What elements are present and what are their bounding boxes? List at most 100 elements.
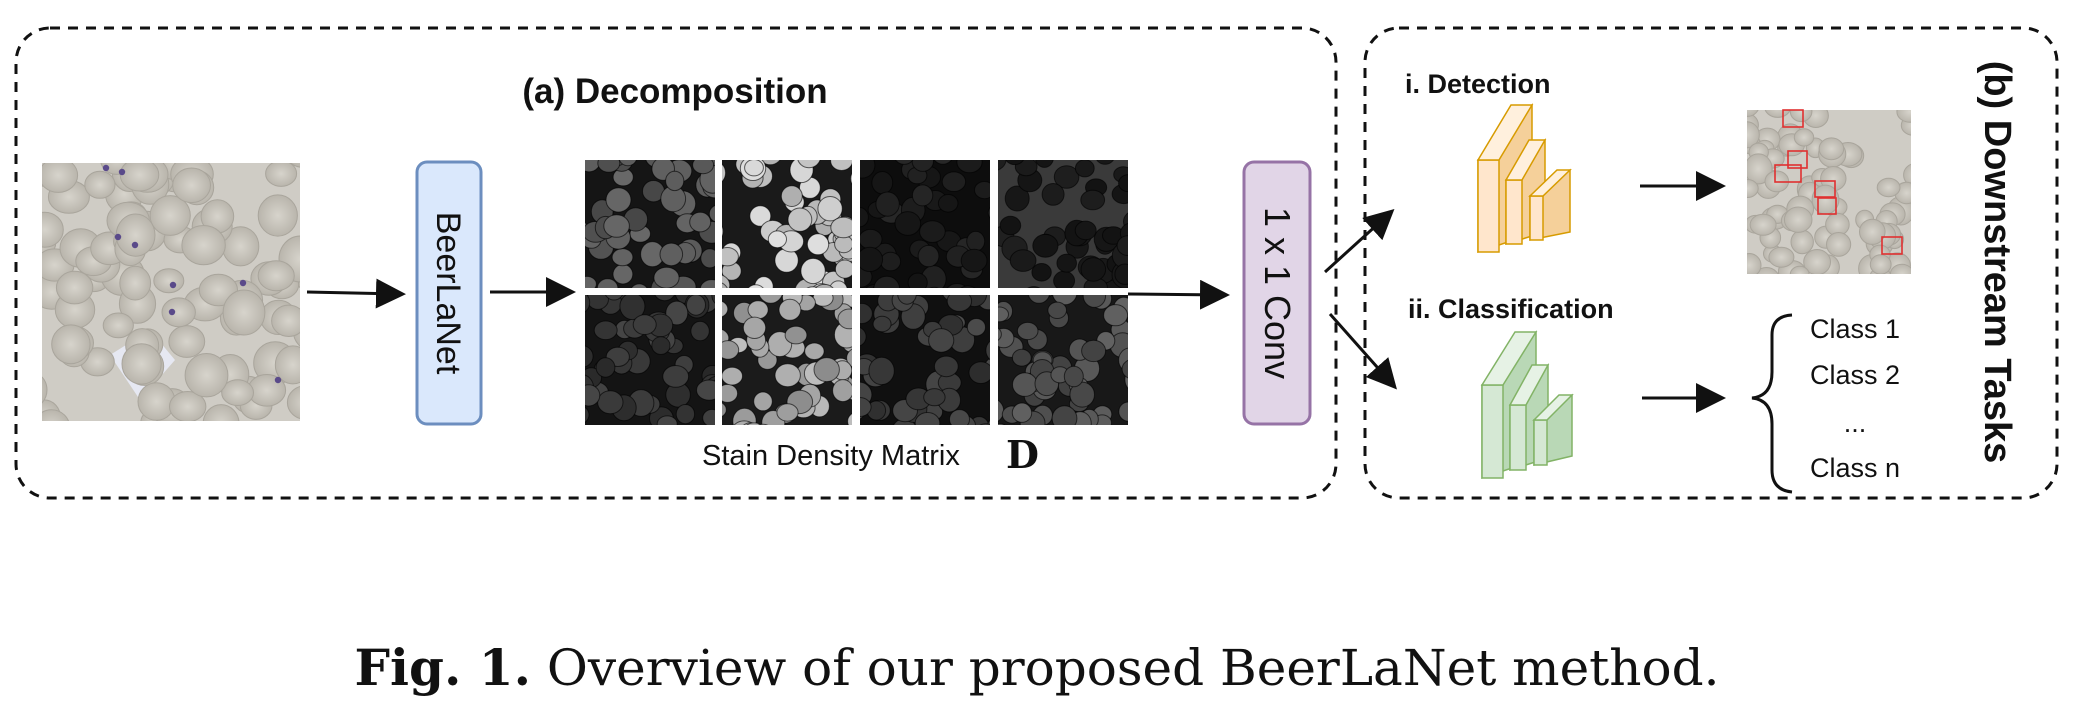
cell-texture <box>42 376 48 404</box>
cell-texture <box>828 280 848 288</box>
cell-texture <box>914 412 941 425</box>
cell-texture <box>742 316 767 339</box>
cell-texture <box>84 170 116 199</box>
cell-texture <box>774 363 801 388</box>
cell-texture <box>744 160 764 177</box>
cell-texture <box>758 295 783 304</box>
cell-texture <box>585 345 594 368</box>
parasite-spot <box>168 308 176 316</box>
cell-texture <box>618 160 637 167</box>
cell-texture <box>596 278 619 288</box>
cell-texture <box>985 340 990 361</box>
output-cells <box>1747 110 1911 274</box>
cell-texture <box>1793 128 1815 147</box>
cell-texture <box>814 283 834 288</box>
matrix-tile <box>585 295 715 425</box>
cell-texture <box>102 312 134 339</box>
cell-texture <box>787 207 813 232</box>
cell-texture <box>202 404 240 421</box>
cell-texture <box>834 259 852 279</box>
cell-texture <box>1747 253 1762 274</box>
cell-texture <box>860 207 869 228</box>
bbox <box>1881 236 1903 255</box>
cell-texture <box>115 213 156 257</box>
cell-texture <box>968 361 990 384</box>
parasite-spot <box>114 233 122 241</box>
cell-texture <box>998 327 1002 341</box>
cell-texture <box>1051 405 1078 425</box>
cell-texture <box>919 220 946 244</box>
bbox <box>1782 109 1804 128</box>
cell-texture <box>1790 229 1814 255</box>
cell-texture <box>860 327 867 347</box>
cell-texture <box>1803 249 1831 274</box>
cell-texture <box>711 295 715 304</box>
cell-texture <box>911 184 934 207</box>
cell-texture <box>998 423 1006 425</box>
cell-texture <box>265 163 298 187</box>
matrix-label: Stain Density Matrix <box>702 440 960 472</box>
cell-texture <box>1747 121 1760 149</box>
cell-texture <box>286 385 300 420</box>
cell-texture <box>966 230 986 252</box>
cell-texture <box>907 272 928 288</box>
panel-b-boundary <box>1363 26 2059 500</box>
cell-texture <box>1103 304 1128 327</box>
cell-texture <box>290 163 300 168</box>
cell-texture <box>593 320 618 341</box>
cell-texture <box>1818 137 1845 161</box>
cell-texture <box>732 407 757 425</box>
cell-texture <box>611 248 634 267</box>
matrix-tile <box>998 295 1128 425</box>
cell-texture <box>868 356 895 386</box>
cell-texture <box>1004 185 1030 212</box>
beerlanet-box: BeerLaNet <box>415 160 483 426</box>
panel-b-title: (b) Downstream Tasks <box>1976 61 2018 464</box>
figure-caption: Fig. 1. Overview of our proposed BeerLaN… <box>0 638 2074 697</box>
cell-texture <box>119 265 152 301</box>
cell-texture <box>1747 179 1759 198</box>
cell-texture <box>956 160 983 174</box>
cell-texture <box>1027 286 1041 288</box>
cell-texture <box>960 285 976 288</box>
cell-texture <box>172 167 212 204</box>
bbox <box>1787 150 1808 169</box>
class-item: Class n <box>1810 453 1900 483</box>
matrix-tile <box>998 160 1128 288</box>
cell-texture <box>1074 220 1097 241</box>
cell-texture <box>1053 165 1080 189</box>
cell-texture <box>153 268 185 294</box>
cell-texture <box>894 211 922 236</box>
cell-texture <box>656 415 678 425</box>
cell-texture <box>753 391 773 412</box>
class-item: ... <box>1844 408 1867 438</box>
cell-texture <box>937 194 959 213</box>
cell-texture <box>949 409 970 425</box>
matrix-tile <box>722 160 852 288</box>
cell-texture <box>760 160 781 166</box>
cell-texture <box>897 295 917 305</box>
cell-texture <box>873 275 901 288</box>
cell-texture <box>966 318 987 337</box>
cell-texture <box>55 270 94 305</box>
cell-texture <box>722 300 729 318</box>
cell-texture <box>1859 218 1886 245</box>
caption-prefix: Fig. 1. <box>354 638 531 697</box>
cell-texture <box>1749 213 1777 236</box>
class-brace <box>1751 313 1793 494</box>
matrix-tile <box>860 160 990 288</box>
cell-texture <box>1063 365 1084 388</box>
cell-texture <box>880 251 902 272</box>
cell-texture <box>169 391 207 421</box>
cell-texture <box>42 409 69 421</box>
cell-texture <box>929 286 939 288</box>
cell-texture <box>632 314 657 336</box>
cell-texture <box>708 204 715 223</box>
cell-texture <box>1027 295 1050 304</box>
cell-texture <box>1074 160 1095 178</box>
stain-density-matrix <box>584 159 1129 426</box>
cell-texture <box>1009 249 1037 272</box>
parasite-spot <box>102 164 110 172</box>
cell-texture <box>597 390 624 415</box>
cell-texture <box>1011 348 1032 367</box>
